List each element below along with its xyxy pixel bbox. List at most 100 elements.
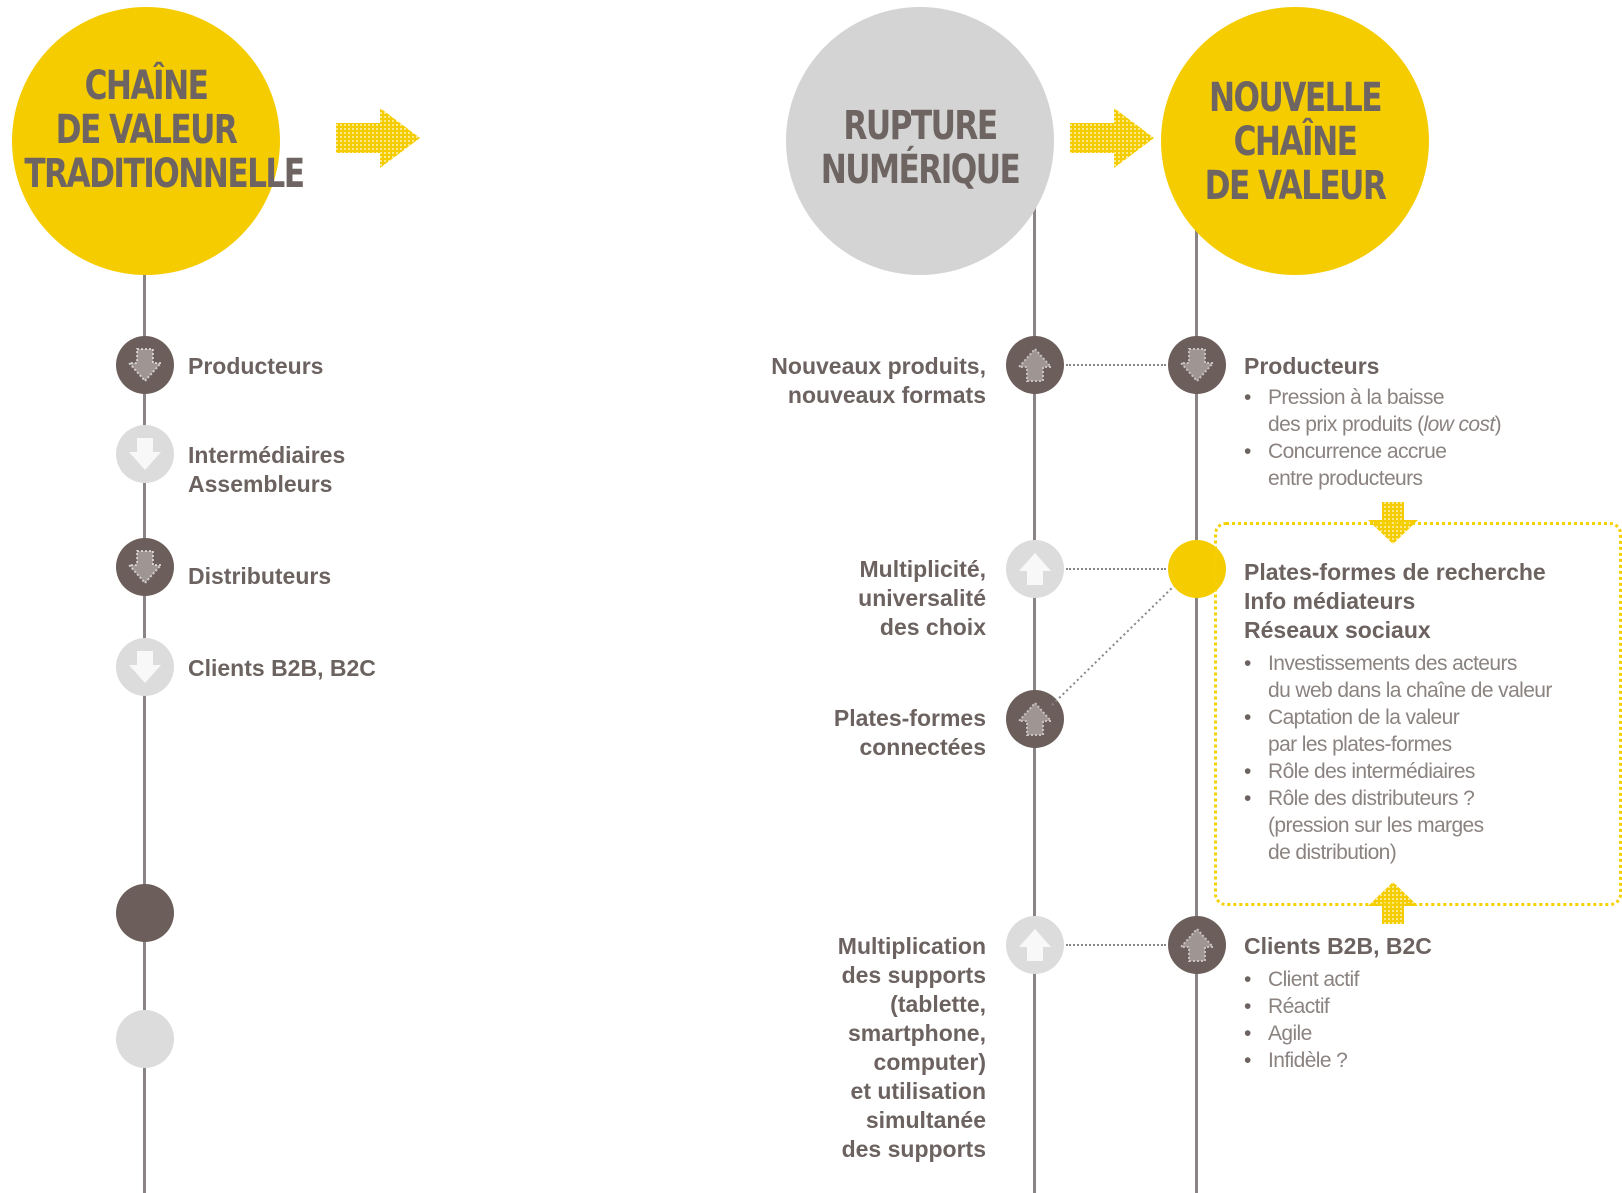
nouvelle-chain-title: NOUVELLE CHAÎNE DE VALEUR [1173,76,1416,208]
label-line: simultanée [865,1107,986,1133]
label-line: computer) [873,1049,986,1075]
traditional-chain-title: CHAÎNE DE VALEUR TRADITIONNELLE [24,63,305,197]
bullet-line: de distribution) [1268,841,1397,864]
arrow-down-icon [126,348,164,383]
bullet-item: Réactif [1244,993,1544,1020]
bullet-item: Concurrence accrue entre producteurs [1244,438,1604,492]
traditional-label-producteurs: Producteurs [188,353,324,379]
bullet-line: par les plates-formes [1268,733,1452,756]
label-line: Multiplication [837,933,986,959]
bullet-line: (pression sur les marges [1268,814,1484,837]
label-line: (tablette, [890,991,986,1017]
arrow-down-icon [126,550,164,585]
rupture-label-plates-formes: Plates-formes connectées [726,704,986,762]
rupture-node-multiplicite [1006,540,1064,598]
bullet-item: Captation de la valeur par les plates-for… [1244,704,1614,758]
traditional-node-producteurs [116,336,174,394]
title-line: Info médiateurs [1244,588,1416,614]
connector-dotted [1066,944,1166,946]
nouvelle-node-clients [1168,916,1226,974]
label-line: Nouveaux produits, [771,353,986,379]
bullet-line: entre producteurs [1268,467,1423,490]
rupture-label-multiplication: Multiplication des supports (tablette, s… [726,932,986,1164]
rupture-label-multiplicite: Multiplicité, universalité des choix [726,555,986,642]
connector-diagonal [1051,584,1176,706]
bullet-item: Rôle des intermédiaires [1244,758,1614,785]
rupture-circle [786,7,1054,275]
nouvelle-plates-formes-title: Plates-formes de recherche Info médiateu… [1244,558,1546,645]
title-line: NOUVELLE [1208,75,1383,121]
traditional-chain-line [143,260,146,1193]
bullet-item: Pression à la baisse des prix produits (l… [1244,384,1604,438]
label-line: Plates-formes [833,705,986,731]
bullet-line: Investissements des acteurs [1268,652,1517,675]
arrow-down-icon [129,438,161,470]
arrow-up-icon [1016,347,1054,382]
title-line: CHAÎNE [84,63,209,109]
bullet-item: Agile [1244,1020,1544,1047]
traditional-node-intermediaires [116,425,174,483]
bullet-item: Investissements des acteurs du web dans l… [1244,650,1614,704]
traditional-node-clients [116,638,174,696]
title-line: CHAÎNE [1233,119,1358,165]
title-line: Plates-formes de recherche [1244,559,1546,585]
label-line: des supports [841,1136,986,1162]
bullet-item: Infidèle ? [1244,1047,1544,1074]
title-line: RUPTURE [843,103,998,149]
label-line: Multiplicité, [859,556,987,582]
rupture-title: RUPTURE NUMÉRIQUE [798,104,1041,192]
arrow-right-icon [1070,108,1154,168]
nouvelle-node-producteurs [1168,336,1226,394]
rupture-node-plates-formes [1006,690,1064,748]
connector-dotted [1066,568,1166,570]
title-line: DE VALEUR [55,107,238,153]
arrow-down-icon [129,651,161,683]
traditional-label-intermediaires: Intermédiaires Assembleurs [188,441,345,499]
traditional-node-empty-light [116,1010,174,1068]
rupture-node-nouveaux-produits [1006,336,1064,394]
bullet-line: Pression à la baisse [1268,386,1445,409]
title-line: NUMÉRIQUE [820,147,1021,193]
bullet-italic: low cost [1423,413,1496,436]
bullet-line: Concurrence accrue [1268,440,1447,463]
bullet-line: Rôle des intermédiaires [1268,760,1475,783]
title-line: Réseaux sociaux [1244,617,1431,643]
bullet-item: Client actif [1244,966,1544,993]
title-line: DE VALEUR [1204,163,1387,209]
arrow-down-icon [1178,348,1216,383]
label-line: connectées [859,734,986,760]
traditional-chain-circle [12,7,280,275]
plates-formes-box [1214,522,1622,906]
nouvelle-plates-formes-bullets: Investissements des acteurs du web dans l… [1244,650,1614,866]
arrow-up-icon [1178,927,1216,962]
nouvelle-clients-bullets: Client actif Réactif Agile Infidèle ? [1244,966,1544,1074]
nouvelle-producteurs-bullets: Pression à la baisse des prix produits (l… [1244,384,1604,492]
connector-dotted [1066,364,1166,366]
label-line: Assembleurs [188,471,333,497]
nouvelle-chain-line [1195,220,1198,1193]
label-line: universalité [858,585,986,611]
label-line: et utilisation [850,1078,986,1104]
label-line: smartphone, [847,1020,986,1046]
traditional-label-distributeurs: Distributeurs [188,563,332,589]
arrow-up-icon [1019,929,1051,961]
bullet-line: du web dans la chaîne de valeur [1268,679,1552,702]
bullet-line: Rôle des distributeurs ? [1268,787,1475,810]
rupture-node-multiplication [1006,916,1064,974]
bullet-line: Captation de la valeur [1268,706,1460,729]
label-line: des choix [879,614,986,640]
arrow-right-icon [336,108,420,168]
nouvelle-producteurs-title: Producteurs [1244,353,1380,379]
rupture-label-nouveaux-produits: Nouveaux produits, nouveaux formats [726,352,986,410]
label-line: Intermédiaires [188,442,346,468]
label-line: nouveaux formats [787,382,986,408]
label-line: des supports [841,962,986,988]
traditional-label-clients: Clients B2B, B2C [188,655,376,681]
bullet-item: Rôle des distributeurs ? (pression sur le… [1244,785,1614,866]
bullet-line: des prix produits (low cost) [1268,413,1502,436]
traditional-node-distributeurs [116,538,174,596]
title-line: TRADITIONNELLE [24,151,305,197]
traditional-node-empty-dark [116,884,174,942]
nouvelle-chain-circle [1161,7,1429,275]
arrow-up-icon [1016,701,1054,736]
